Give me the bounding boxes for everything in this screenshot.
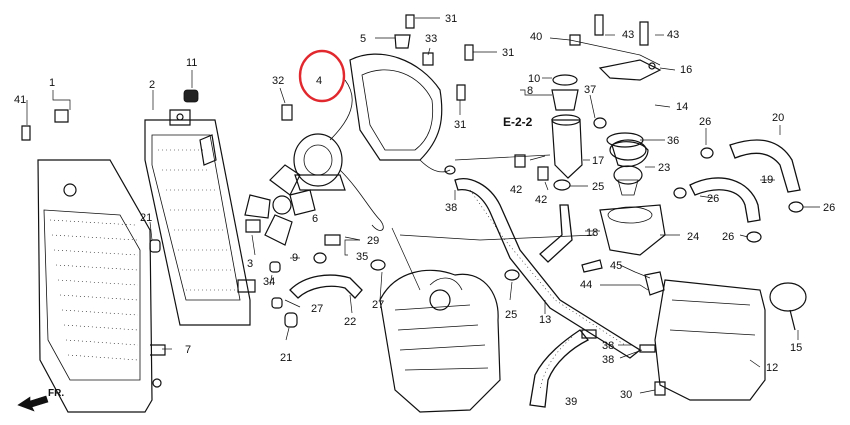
callout-30: 30	[620, 389, 632, 401]
callout-27a: 27	[311, 303, 323, 315]
callout-11: 11	[186, 57, 197, 69]
callout-43a: 43	[622, 29, 634, 41]
front-arrow-icon	[17, 395, 49, 412]
bracket	[598, 59, 662, 81]
callout-37: 37	[584, 84, 596, 96]
callout-19: 19	[761, 174, 773, 186]
hoses	[289, 139, 801, 408]
front-label: FR.	[48, 388, 64, 399]
callout-45: 45	[610, 260, 622, 272]
radiator-shroud	[37, 159, 166, 413]
callout-42a: 42	[510, 184, 522, 196]
fan-motor	[293, 79, 353, 191]
leader-lines	[26, 17, 820, 394]
callout-2: 2	[149, 79, 155, 91]
engine	[379, 269, 501, 413]
callout-38b: 38	[602, 340, 614, 352]
callout-12: 12	[766, 362, 778, 374]
highlight-circle	[298, 49, 346, 103]
callout-35: 35	[356, 251, 368, 263]
callout-27b: 27	[372, 299, 384, 311]
callout-4: 4	[316, 75, 322, 87]
callout-31b: 31	[502, 47, 514, 59]
callout-32: 32	[272, 75, 284, 87]
callout-13: 13	[539, 314, 551, 326]
callout-39: 39	[565, 396, 577, 408]
callout-15: 15	[790, 342, 802, 354]
callout-38c: 38	[602, 354, 614, 366]
callout-31c: 31	[454, 119, 466, 131]
callout-25b: 25	[505, 309, 517, 321]
fan-shroud	[339, 53, 451, 231]
callout-29: 29	[367, 235, 379, 247]
callout-42b: 42	[535, 194, 547, 206]
callout-14: 14	[676, 101, 688, 113]
callout-44: 44	[580, 279, 592, 291]
callout-38a: 38	[445, 202, 457, 214]
callout-17: 17	[592, 155, 604, 167]
callout-1: 1	[49, 77, 55, 89]
reserve-tank	[654, 279, 807, 401]
callout-5: 5	[360, 33, 366, 45]
callout-31a: 31	[445, 13, 457, 25]
callout-26d: 26	[722, 231, 734, 243]
callout-21b: 21	[280, 352, 292, 364]
callout-23: 23	[658, 162, 670, 174]
callout-41: 41	[14, 94, 26, 106]
callout-8: 8	[527, 85, 533, 97]
radiator	[144, 109, 256, 326]
callout-25a: 25	[592, 181, 604, 193]
callout-20: 20	[772, 112, 784, 124]
callout-26a: 26	[699, 116, 711, 128]
callout-7: 7	[185, 344, 191, 356]
thermostat-housing	[599, 139, 666, 256]
callouts: 1 2 3 4 5 6 7 8 9 10 11 12 13 14 15 16 1…	[14, 13, 835, 408]
callout-36: 36	[667, 135, 679, 147]
callout-18: 18	[586, 227, 598, 239]
thermostat	[613, 165, 643, 196]
callout-10: 10	[528, 73, 540, 85]
callout-43b: 43	[667, 29, 679, 41]
cooling-fan	[244, 164, 316, 246]
callout-34: 34	[263, 276, 275, 288]
callout-6: 6	[312, 213, 318, 225]
callout-21a: 21	[140, 212, 152, 224]
filler-neck	[551, 74, 583, 179]
callout-3: 3	[247, 258, 253, 270]
callout-22: 22	[344, 316, 356, 328]
callout-26c: 26	[823, 202, 835, 214]
front-direction-indicator: FR.	[17, 388, 64, 412]
callout-33: 33	[425, 33, 437, 45]
callout-24: 24	[687, 231, 699, 243]
callout-26b: 26	[707, 193, 719, 205]
callout-40: 40	[530, 31, 542, 43]
callout-9: 9	[292, 252, 298, 264]
reference-label: E-2-2	[503, 115, 533, 129]
callout-16: 16	[680, 64, 692, 76]
